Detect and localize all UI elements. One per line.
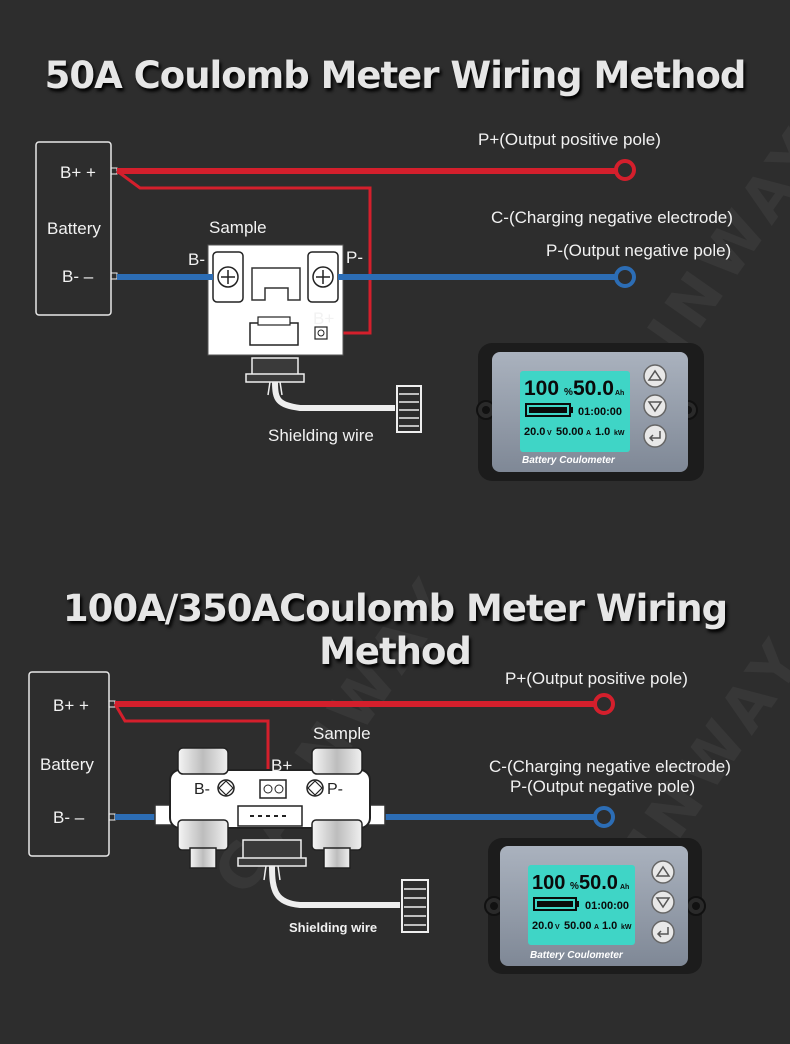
p-plus-terminal [593,693,615,715]
battery-box [35,141,112,316]
shunt-right-nut [311,747,363,775]
lcd-time: 01:00:00 [585,900,629,912]
svg-text:A: A [594,924,599,931]
svg-text:V: V [555,924,560,931]
c-minus-label: C-(Charging negative electrode) [491,208,733,227]
p-minus-label: P-(Output negative pole) [510,777,695,796]
svg-text:kW: kW [621,924,632,931]
negative-wires-1 [117,266,636,288]
battery-bminus-label: B- – [62,267,94,286]
battery-bplus-label: B+ + [53,696,89,715]
lcd-power: 1.0 [595,426,610,438]
shunt-right-bolt [323,847,351,869]
svg-text:V: V [547,430,552,437]
shielding-cable-1 [245,357,422,433]
p-minus-terminal [614,266,636,288]
lcd-percent: 100 [532,872,565,894]
shunt-bplus-screws [259,779,287,799]
battery-label: Battery [47,219,101,238]
shunt-left-nut [177,747,229,775]
shunt-pminus-label: P- [327,781,343,798]
p-plus-terminal [614,159,636,181]
up-button[interactable] [651,860,675,884]
shielding-wire-label: Shielding wire [268,426,374,445]
coulomb-meter-2: 100 % 50.0 Ah 01:00:00 20.0 V 50.00 A 1.… [484,838,706,974]
down-button[interactable] [643,394,667,418]
down-icon [647,401,663,413]
lcd-power: 1.0 [602,920,617,932]
enter-icon [648,431,661,442]
shunt-2 [154,747,386,869]
battery-label: Battery [40,755,94,774]
lcd-voltage: 20.0 [524,426,545,438]
up-icon [655,865,671,877]
cable-end-connector [396,385,422,433]
lcd-current: 50.00 [556,426,584,438]
shunt-bplus-label: B+ [313,309,334,328]
shunt-bplus-label: B+ [271,756,292,775]
shunt-resistor [251,267,301,301]
shielding-wire-label: Shielding wire [289,920,377,935]
meter-brand: Battery Coulometer [522,455,616,466]
meter-brand: Battery Coulometer [530,950,624,961]
battery-bminus-label: B- – [53,808,85,827]
shielding-cable-2 [237,839,429,933]
battery-bplus-label: B+ + [60,163,96,182]
shunt-1 [207,244,344,356]
svg-text:kW: kW [614,430,625,437]
enter-button[interactable] [651,920,675,944]
up-icon [647,369,663,381]
sample-bplus-wire [113,703,270,785]
lcd-screen [528,865,635,945]
lcd-time: 01:00:00 [578,406,622,418]
shunt-bminus-label: B- [188,250,205,269]
shunt-bplus-screw [314,326,328,340]
shunt-pminus-label: P- [346,248,363,267]
shunt-connector [249,322,299,346]
positive-wires-1 [116,159,636,335]
p-plus-label: P+(Output positive pole) [478,130,661,149]
enter-icon [656,927,669,938]
p-minus-label: P-(Output negative pole) [546,241,731,260]
coulomb-meter-1: 100 % 50.0 Ah 01:00:00 20.0 V 50.00 A 1.… [476,343,704,481]
shunt-bminus-label: B- [194,781,210,798]
section1-title: 50A Coulomb Meter Wiring Method [44,54,747,97]
sample-label: Sample [313,724,371,743]
svg-text:A: A [586,430,591,437]
battery-plus-terminal [110,167,118,175]
battery-box [28,671,110,857]
section2-title: 100A/350ACoulomb Meter Wiring Method [62,587,728,673]
lcd-voltage: 20.0 [532,920,553,932]
svg-text:Ah: Ah [615,390,624,397]
shunt-left-bolt [189,847,217,869]
lcd-capacity: 50.0 [573,377,614,400]
c-minus-label: C-(Charging negative electrode) [489,757,731,776]
sample-label: Sample [209,218,267,237]
svg-text:Ah: Ah [620,884,629,891]
down-icon [655,897,671,909]
up-button[interactable] [643,364,667,388]
positive-wires-2 [113,693,615,785]
p-minus-terminal [593,806,615,828]
battery-1: B+ + Battery B- – [35,141,118,316]
lcd-screen [520,371,630,452]
svg-text:%: % [570,881,579,892]
battery-minus-terminal [110,272,118,280]
enter-button[interactable] [643,424,667,448]
lcd-capacity: 50.0 [579,872,618,894]
lcd-percent: 100 [524,377,559,400]
sample-bplus-wire [116,169,372,335]
p-plus-label: P+(Output positive pole) [505,669,688,688]
svg-text:%: % [564,387,573,398]
cable-end-connector [401,879,429,933]
down-button[interactable] [651,890,675,914]
battery-2: B+ + Battery B- – [28,671,116,857]
lcd-current: 50.00 [564,920,592,932]
